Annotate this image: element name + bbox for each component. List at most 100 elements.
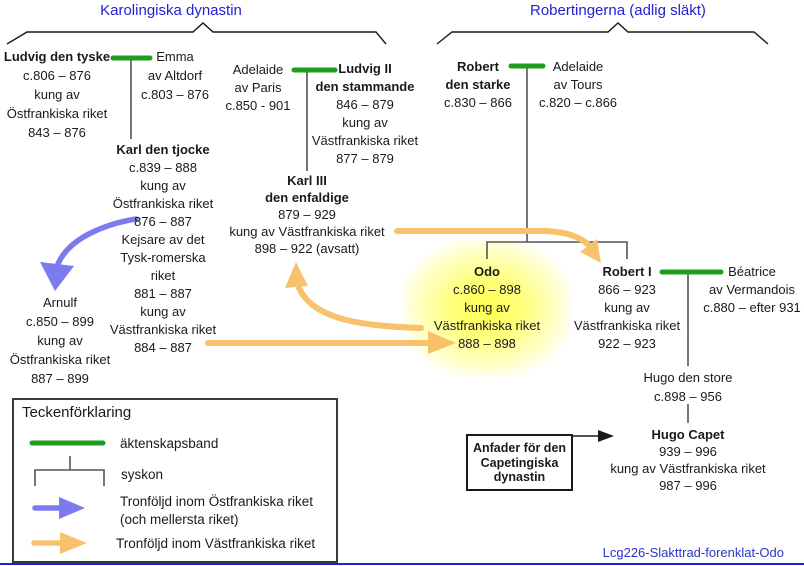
person-name: Hugo den store <box>643 370 733 385</box>
person-line: Östfrankiska riket <box>112 196 214 211</box>
person-line: c.839 – 888 <box>129 160 197 175</box>
person-adelaide-av-tours: Adelaide av Tours c.820 – c.866 <box>533 58 623 112</box>
bottom-border-line <box>0 563 804 565</box>
legend-label-west: Tronföljd inom Västfrankiska riket <box>116 536 316 551</box>
heading-robertingerna: Robertingerna (adlig släkt) <box>530 2 706 19</box>
person-line: av Vermandois <box>709 282 795 297</box>
left-brace <box>6 22 387 45</box>
person-line: 879 – 929 <box>278 207 336 222</box>
person-line: 887 – 899 <box>31 371 89 386</box>
person-ludvig-den-tyske: Ludvig den tyske c.806 – 876 kung av Öst… <box>2 47 112 142</box>
heading-karolingiska: Karolingiska dynastin <box>100 2 242 19</box>
person-line: kung av <box>342 115 388 130</box>
person-name: Adelaide <box>232 62 284 77</box>
person-line: Tysk-romerska <box>120 250 206 265</box>
person-adelaide-av-paris: Adelaide av Paris c.850 - 901 <box>213 61 303 115</box>
person-line: kung av <box>140 304 186 319</box>
person-line: c.806 – 876 <box>23 68 91 83</box>
person-hugo-den-store: Hugo den store c.898 – 956 <box>633 368 743 406</box>
annotation-line: dynastin <box>493 470 546 484</box>
person-line: 843 – 876 <box>28 125 86 140</box>
person-line: kung av <box>464 300 510 315</box>
person-line: 898 – 922 (avsatt) <box>254 241 360 256</box>
annotation-line: Capetingiska <box>480 455 559 470</box>
person-line: Västfrankiska riket <box>433 318 541 333</box>
person-name: Emma <box>156 49 194 64</box>
image-credit: Lcg226-Slakttrad-forenklat-Odo <box>602 545 784 560</box>
capetian-annotation-arrowhead <box>598 430 614 442</box>
person-name: Karl III <box>287 173 327 188</box>
person-name: Karl den tjocke <box>116 142 210 157</box>
person-karl-den-tjocke: Karl den tjocke c.839 – 888 kung av Östf… <box>103 141 223 357</box>
person-line: Östfrankiska riket <box>6 106 108 121</box>
person-line: c.860 – 898 <box>453 282 521 297</box>
person-name-epithet: den enfaldige <box>265 190 349 205</box>
person-karl-iii: Karl III den enfaldige 879 – 929 kung av… <box>222 172 392 257</box>
person-name: Robert I <box>602 264 652 279</box>
person-line: 922 – 923 <box>598 336 656 351</box>
legend-label-east-1: Tronföljd inom Östfrankiska riket <box>120 494 314 509</box>
person-emma: Emma av Altdorf c.803 – 876 <box>130 47 220 104</box>
person-line: kung av Västfrankiska riket <box>229 224 385 239</box>
legend-east-arrowhead-glyph <box>59 497 85 519</box>
person-line: 888 – 898 <box>458 336 516 351</box>
person-name: Béatrice <box>728 264 776 279</box>
person-name-epithet: den starke <box>445 77 511 92</box>
west-succession-arrowhead-karliii <box>285 262 308 288</box>
legend-west-arrowhead-glyph <box>60 532 87 554</box>
person-robert-den-starke: Robert den starke c.830 – 866 <box>433 58 523 112</box>
person-line: kung av <box>604 300 650 315</box>
legend-label-east-2: (och mellersta riket) <box>120 512 239 527</box>
person-line: 881 – 887 <box>134 286 192 301</box>
person-name: Hugo Capet <box>651 427 725 442</box>
person-line: c.880 – efter 931 <box>703 300 801 315</box>
legend-sibling-glyph-bracket <box>34 469 105 486</box>
person-name: Odo <box>474 264 500 279</box>
legend-label-marriage: äktenskapsband <box>120 436 219 451</box>
person-line: av Altdorf <box>147 68 203 83</box>
west-succession-arrowhead-roberti <box>580 239 601 263</box>
person-name-epithet: den stammande <box>315 79 415 94</box>
sibling-bracket-odo-roberti <box>486 241 628 259</box>
person-robert-i: Robert I 866 – 923 kung av Västfrankiska… <box>572 263 682 353</box>
person-line: riket <box>150 268 176 283</box>
person-line: 877 – 879 <box>336 151 394 166</box>
person-name: Robert <box>457 59 499 74</box>
person-line: 866 – 923 <box>598 282 656 297</box>
person-line: 876 – 887 <box>134 214 192 229</box>
capetian-annotation-box: Anfader för den Capetingiska dynastin <box>466 434 573 491</box>
person-line: kung av Västfrankiska riket <box>610 461 766 476</box>
east-succession-arrow <box>55 216 139 267</box>
person-line: 987 – 996 <box>659 478 717 493</box>
annotation-line: Anfader för den <box>472 441 567 455</box>
person-line: Västfrankiska riket <box>573 318 681 333</box>
legend-box <box>12 398 338 563</box>
legend-title: Teckenförklaring <box>22 404 132 421</box>
person-line: c.850 – 899 <box>26 314 94 329</box>
person-arnulf: Arnulf c.850 – 899 kung av Östfrankiska … <box>5 293 115 388</box>
right-brace <box>436 22 769 45</box>
person-line: Östfrankiska riket <box>9 352 111 367</box>
person-line: c.803 – 876 <box>141 87 209 102</box>
person-beatrice: Béatrice av Vermandois c.880 – efter 931 <box>694 263 804 317</box>
person-name: Adelaide <box>552 59 604 74</box>
person-line: kung av <box>34 87 80 102</box>
person-line: c.830 – 866 <box>444 95 512 110</box>
odo-highlight-glow <box>404 240 570 376</box>
person-line: Västfrankiska riket <box>109 322 217 337</box>
person-line: c.850 - 901 <box>225 98 291 113</box>
west-succession-arrow-odo-karliii <box>296 285 424 331</box>
person-hugo-capet: Hugo Capet 939 – 996 kung av Västfrankis… <box>603 426 773 494</box>
person-name: Ludvig II <box>338 61 392 76</box>
person-line: av Tours <box>553 77 603 92</box>
person-line: 846 – 879 <box>336 97 394 112</box>
person-line: c.898 – 956 <box>654 389 722 404</box>
person-name: Ludvig den tyske <box>3 49 111 64</box>
person-line: c.820 – c.866 <box>538 95 618 110</box>
person-line: av Paris <box>234 80 282 95</box>
person-odo: Odo c.860 – 898 kung av Västfrankiska ri… <box>432 263 542 353</box>
person-line: kung av <box>37 333 83 348</box>
west-succession-arrowhead-odo <box>428 331 456 354</box>
